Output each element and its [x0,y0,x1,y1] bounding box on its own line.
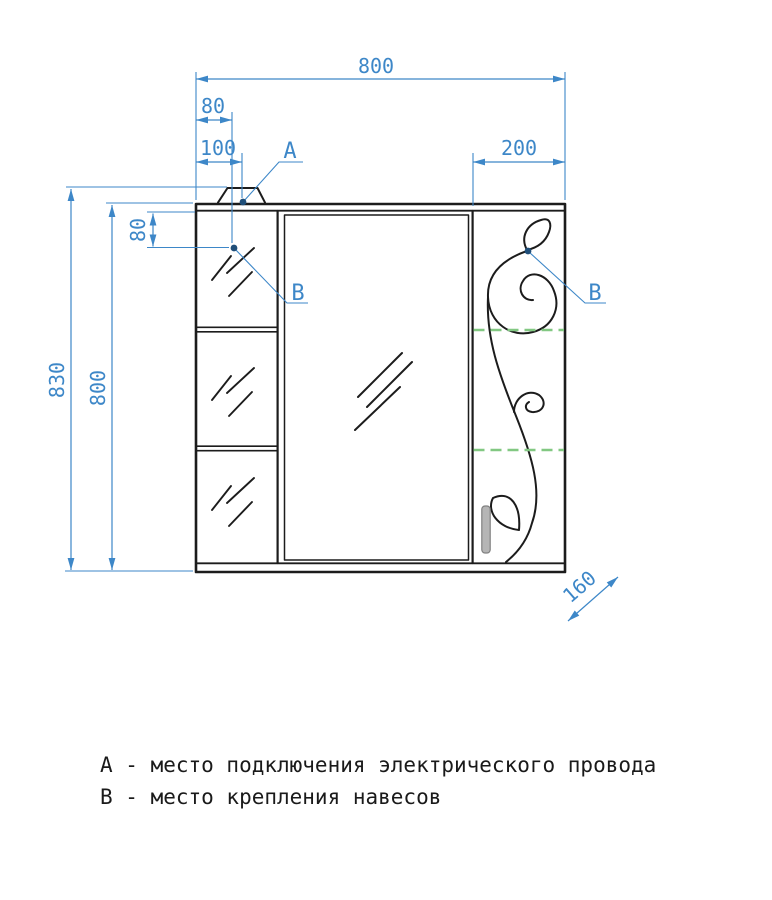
cabinet [194,187,567,574]
point-b-right-marker [524,247,532,255]
dim-text-overall-width: 800 [358,54,394,78]
dim-text-hanger-y: 80 [126,218,150,242]
mirror-hatch-door-2 [211,367,255,417]
dim-text-overall-height: 830 [45,362,69,398]
cabinet-outline [194,202,567,574]
shelf-divider-lower [195,445,278,452]
vine-ornament [486,218,558,563]
leader-point-b-left [233,247,308,304]
vine-leaf-upper [523,218,552,251]
dim-text-electric-x: 100 [200,136,236,160]
label-point-b-right: B [588,281,601,306]
dim-line-depth [567,576,619,622]
legend-line-a: А - место подключения электрического про… [100,753,656,777]
dim-text-right-door: 200 [501,136,537,160]
mirror-hatch-door-3 [211,477,255,527]
mirror-hatch-door-1 [211,247,255,297]
label-point-b-left: B [291,281,304,306]
vine-curl [513,391,545,414]
point-a-marker [239,198,247,206]
legend: А - место подключения электрического про… [100,753,656,809]
center-mirror-panel [283,214,470,561]
leader-point-a [242,161,303,203]
mirror-hatch-center [354,352,413,431]
dimensions: 800 80 100 200 830 800 80 160 A B B [45,54,619,622]
dim-text-hanger-x: 80 [201,94,225,118]
dim-text-cabinet-height: 800 [86,370,110,406]
vine-loop [486,250,558,335]
vine-stem [486,296,538,563]
vine-leaf-lower [490,495,521,531]
legend-line-b: В - место крепления навесов [100,785,441,809]
label-point-a: A [283,139,296,164]
point-b-left-marker [230,244,238,252]
door-handle [481,505,491,554]
leader-point-b-right [528,251,606,304]
shelf-markers [473,328,564,452]
shelf-divider-upper [195,326,278,333]
